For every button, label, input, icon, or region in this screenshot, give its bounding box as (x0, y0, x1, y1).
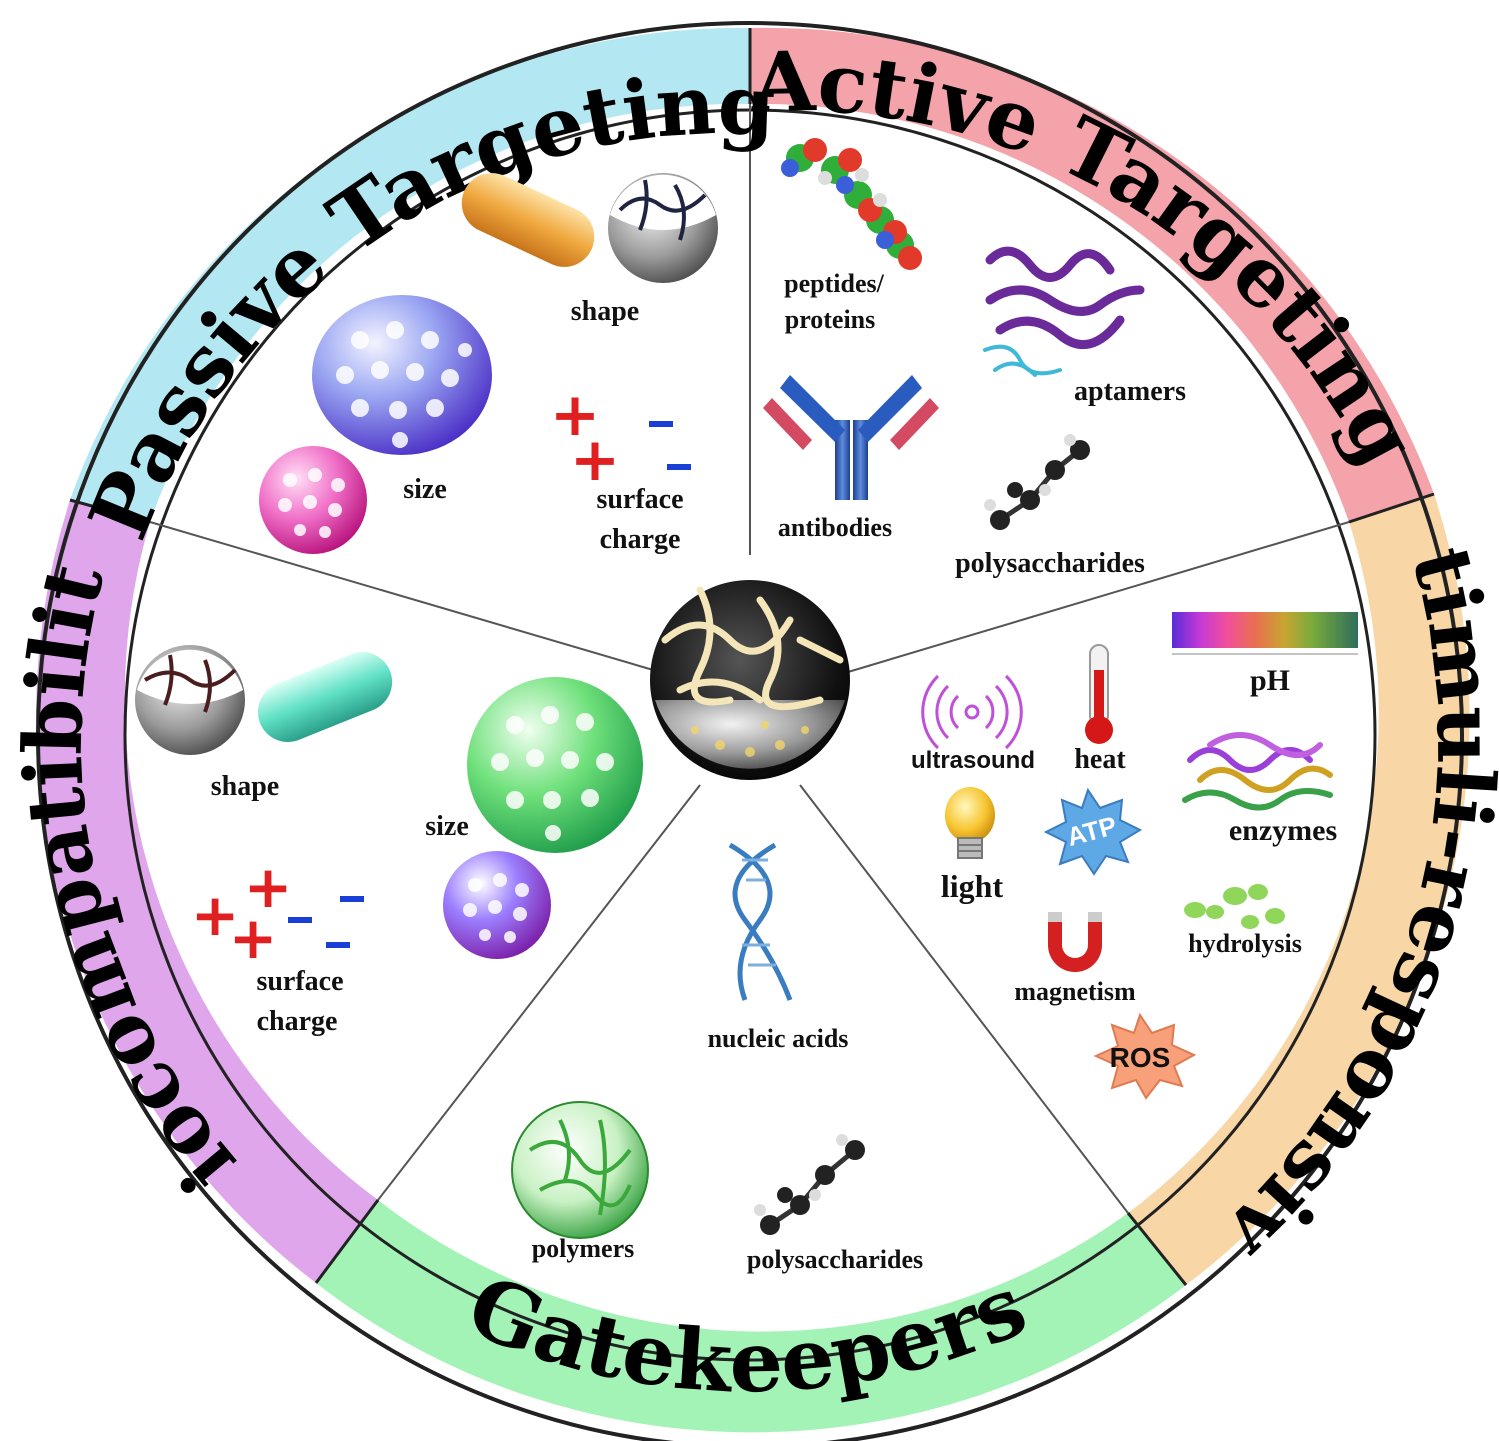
bio-surface-charge-icon: + + + (191, 853, 364, 972)
heat-label: heat (1074, 744, 1126, 775)
green-porous-sphere-icon (467, 677, 643, 853)
polymers-label: polymers (532, 1234, 635, 1263)
orange-rod-icon (461, 173, 595, 267)
atp-burst-icon: ATP (1043, 787, 1143, 876)
biocompatibility-content: shape size + + + (135, 645, 643, 1037)
polymer-sphere-icon (511, 1101, 649, 1239)
bio-charge-label: charge (257, 1006, 338, 1037)
polysaccharide-molecule-icon (984, 434, 1090, 530)
center-nanoparticle-icon (650, 580, 850, 780)
bio-size-label: size (425, 811, 469, 842)
ph-scale-icon (1172, 612, 1358, 655)
ros-label: ROS (1110, 1042, 1171, 1073)
antibodies-label: antibodies (778, 513, 892, 542)
aptamers-label: aptamers (1074, 376, 1186, 407)
ph-label: pH (1250, 664, 1290, 697)
gate-polysaccharides-label: polysaccharides (747, 1245, 923, 1274)
minus-sign (340, 896, 364, 902)
plus-sign: + (550, 380, 600, 450)
passive-surface-label: surface (596, 484, 683, 515)
peptides-label: peptides/ (784, 269, 884, 298)
light-bulb-icon (945, 787, 995, 859)
gatekeepers-band (316, 1200, 1186, 1433)
hydrolysis-icon (1184, 884, 1285, 929)
plus-sign: + (191, 881, 240, 949)
bio-grey-sphere-icon (135, 645, 245, 755)
sector-dividers (149, 104, 1350, 1214)
magnet-icon (1048, 912, 1102, 972)
surface-charge-icon: + + (550, 380, 691, 495)
minus-sign (326, 942, 350, 948)
passive-targeting-content: shape size + + surface char (259, 173, 718, 555)
ultrasound-icon (921, 674, 1023, 750)
antibody-icon (763, 375, 939, 500)
pink-porous-sphere-icon (259, 446, 367, 554)
magnetism-label: magnetism (1014, 977, 1136, 1006)
light-label: light (941, 868, 1004, 904)
passive-charge-label: charge (600, 524, 681, 555)
peptide-molecule-icon (781, 138, 922, 270)
stimuli-responsive-content: pH ultrasound heat enzymes light (911, 612, 1358, 1100)
purple-porous-sphere-icon (443, 851, 551, 959)
minus-sign (667, 464, 691, 470)
passive-shape-label: shape (571, 296, 639, 327)
grey-mesoporous-sphere-icon (608, 173, 718, 283)
active-targeting-band (750, 27, 1434, 523)
proteins-label: proteins (785, 305, 876, 334)
blue-porous-sphere-icon (312, 295, 492, 455)
active-polysaccharides-label: polysaccharides (955, 548, 1145, 579)
teal-rod-icon (257, 652, 393, 742)
ros-burst-icon: ROS (1093, 1012, 1197, 1100)
bio-surface-label: surface (256, 966, 343, 997)
plus-sign: + (229, 904, 278, 972)
outer-ring (36, 21, 1470, 1441)
minus-sign (288, 917, 312, 923)
active-targeting-content: peptides/ proteins aptamers antibodies (763, 138, 1186, 579)
thermometer-icon (1085, 644, 1113, 744)
gatekeepers-content: nucleic acids polymers polysaccharides (511, 842, 923, 1274)
hydrolysis-label: hydrolysis (1188, 929, 1302, 958)
aptamer-structure-icon (983, 246, 1145, 377)
enzyme-structure-icon (1182, 732, 1333, 811)
stimuli-responsive-band (1128, 494, 1470, 1285)
plus-sign: + (570, 425, 620, 495)
dna-helix-icon (728, 842, 793, 1001)
plus-sign: + (244, 853, 293, 921)
gate-polysaccharide-icon (754, 1134, 865, 1235)
bio-shape-label: shape (211, 771, 279, 802)
enzymes-label: enzymes (1229, 814, 1337, 847)
minus-sign (649, 421, 673, 427)
passive-size-label: size (403, 474, 447, 505)
ultrasound-label: ultrasound (911, 747, 1035, 774)
biocompatibility-band (36, 500, 379, 1283)
nucleic-acids-label: nucleic acids (708, 1024, 849, 1053)
